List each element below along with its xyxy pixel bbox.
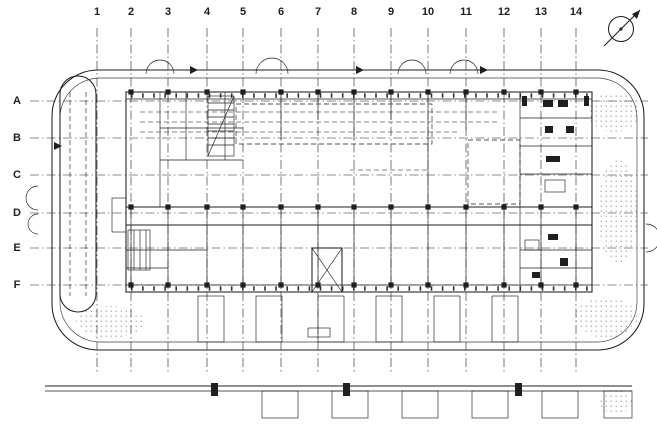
structural-column xyxy=(388,89,394,95)
grid-row-label: B xyxy=(13,132,21,144)
grid-row-label: A xyxy=(13,95,21,107)
structural-column xyxy=(240,89,246,95)
structural-column xyxy=(463,89,469,95)
structural-column xyxy=(165,89,171,95)
section-cut-marker-icon xyxy=(54,66,496,150)
structural-column xyxy=(128,89,134,95)
room-partitions xyxy=(130,207,577,285)
car-symbol xyxy=(307,327,331,338)
parking-strip xyxy=(45,383,633,419)
north-arrow-icon xyxy=(603,9,641,47)
grid-column-label: 9 xyxy=(387,6,395,18)
structural-column xyxy=(315,89,321,95)
grid-column-label: 5 xyxy=(239,6,247,18)
tree-arcs xyxy=(25,57,657,253)
structural-column xyxy=(573,89,579,95)
grid-row-label: D xyxy=(13,207,21,219)
grid-column-label: 3 xyxy=(164,6,172,18)
grid-column-label: 4 xyxy=(203,6,211,18)
grid-column-label: 13 xyxy=(534,6,548,18)
grid-column-label: 1 xyxy=(93,6,101,18)
landscape-areas xyxy=(76,92,640,414)
grid-column-label: 6 xyxy=(277,6,285,18)
grid-row-label: E xyxy=(13,242,21,254)
structural-column xyxy=(278,89,284,95)
building-interior xyxy=(126,92,592,293)
structural-column xyxy=(351,89,357,95)
left-island xyxy=(59,75,97,313)
structural-column xyxy=(538,89,544,95)
grid-column-label: 2 xyxy=(127,6,135,18)
grid-row-label: C xyxy=(13,169,21,181)
grid-column-label: 8 xyxy=(350,6,358,18)
grid-row-label: F xyxy=(13,279,21,291)
grid-column-label: 12 xyxy=(497,6,511,18)
structural-column xyxy=(425,89,431,95)
structural-column xyxy=(204,89,210,95)
grid-lines xyxy=(30,28,648,372)
structural-columns xyxy=(128,89,579,288)
south-canopy xyxy=(197,295,519,343)
structural-column xyxy=(501,89,507,95)
grid-column-label: 11 xyxy=(460,6,472,18)
grid-column-label: 14 xyxy=(569,6,583,18)
grid-column-label: 10 xyxy=(421,6,435,18)
grid-column-label: 7 xyxy=(314,6,322,18)
